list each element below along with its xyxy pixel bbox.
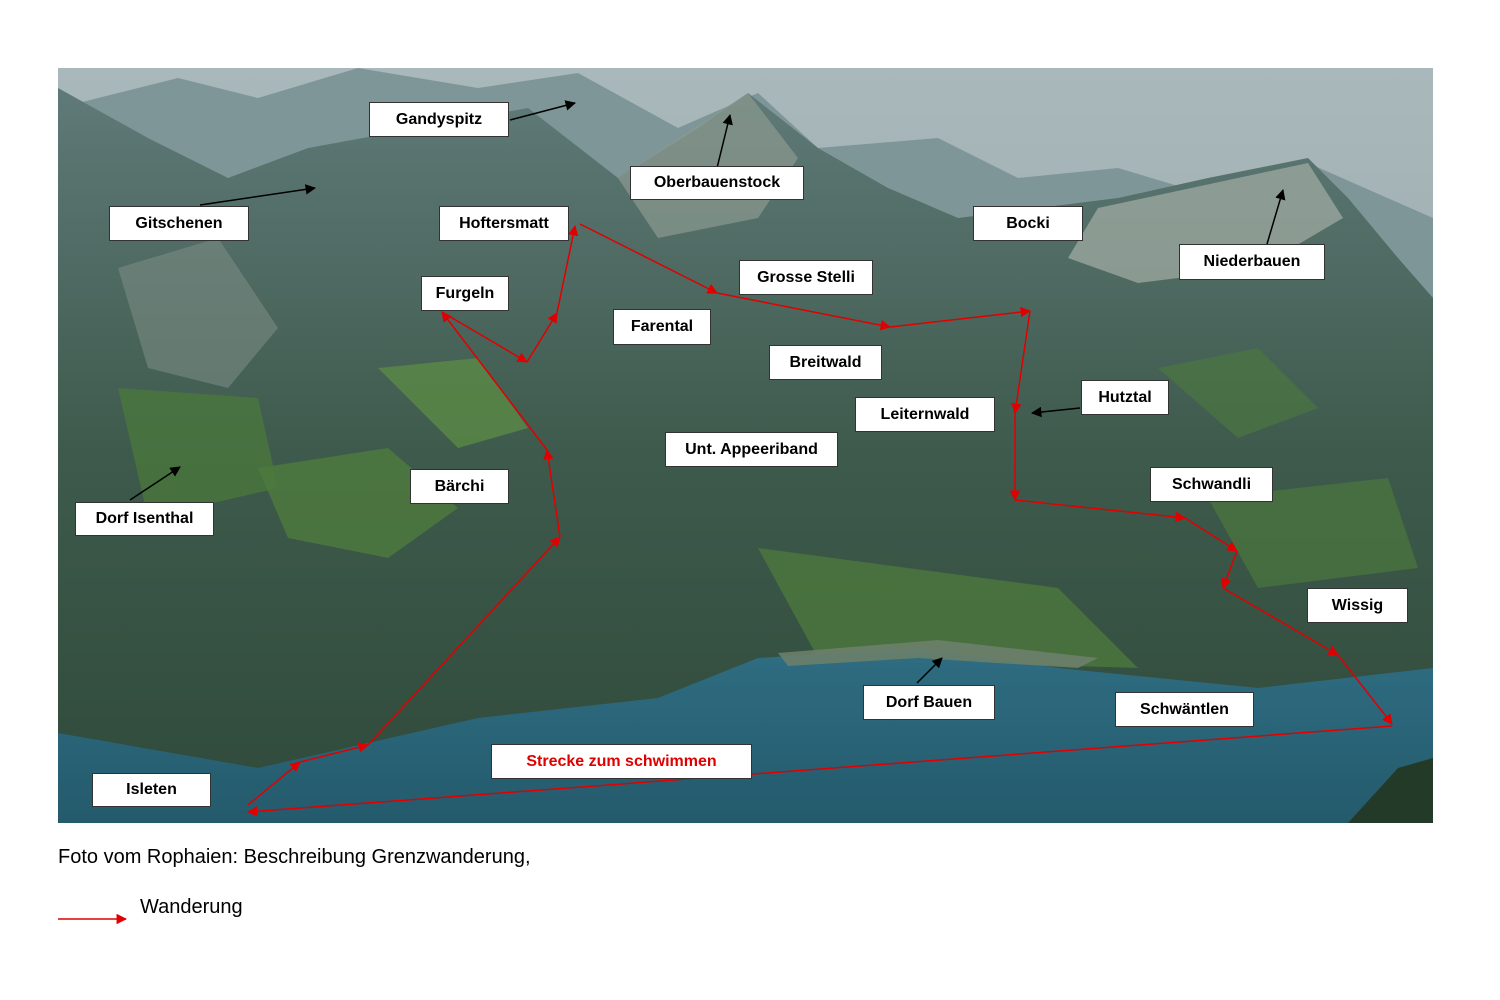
- legend-label: Wanderung: [140, 896, 243, 918]
- label-dorf-bauen: Dorf Bauen: [863, 685, 995, 720]
- label-grosse-stelli: Grosse Stelli: [739, 260, 873, 295]
- label-dorf-isenthal: Dorf Isenthal: [75, 502, 214, 536]
- label-gitschenen: Gitschenen: [109, 206, 249, 241]
- label-oberbauenstock: Oberbauenstock: [630, 166, 804, 200]
- label-baerchi: Bärchi: [410, 469, 509, 504]
- label-leiternwald: Leiternwald: [855, 397, 995, 432]
- label-hutztal: Hutztal: [1081, 380, 1169, 415]
- label-unt-appeeriband: Unt. Appeeriband: [665, 432, 838, 467]
- label-furgeln: Furgeln: [421, 276, 509, 311]
- label-farental: Farental: [613, 309, 711, 345]
- label-bocki: Bocki: [973, 206, 1083, 241]
- label-schwaentlen: Schwäntlen: [1115, 692, 1254, 727]
- label-strecke-zum-schwimmen: Strecke zum schwimmen: [491, 744, 752, 779]
- label-breitwald: Breitwald: [769, 345, 882, 380]
- label-isleten: Isleten: [92, 773, 211, 807]
- label-niederbauen: Niederbauen: [1179, 244, 1325, 280]
- photo-caption: Foto vom Rophaien: Beschreibung Grenzwan…: [58, 846, 531, 868]
- label-schwandli: Schwandli: [1150, 467, 1273, 502]
- label-wissig: Wissig: [1307, 588, 1408, 623]
- label-hoftersmatt: Hoftersmatt: [439, 206, 569, 241]
- label-gandyspitz: Gandyspitz: [369, 102, 509, 137]
